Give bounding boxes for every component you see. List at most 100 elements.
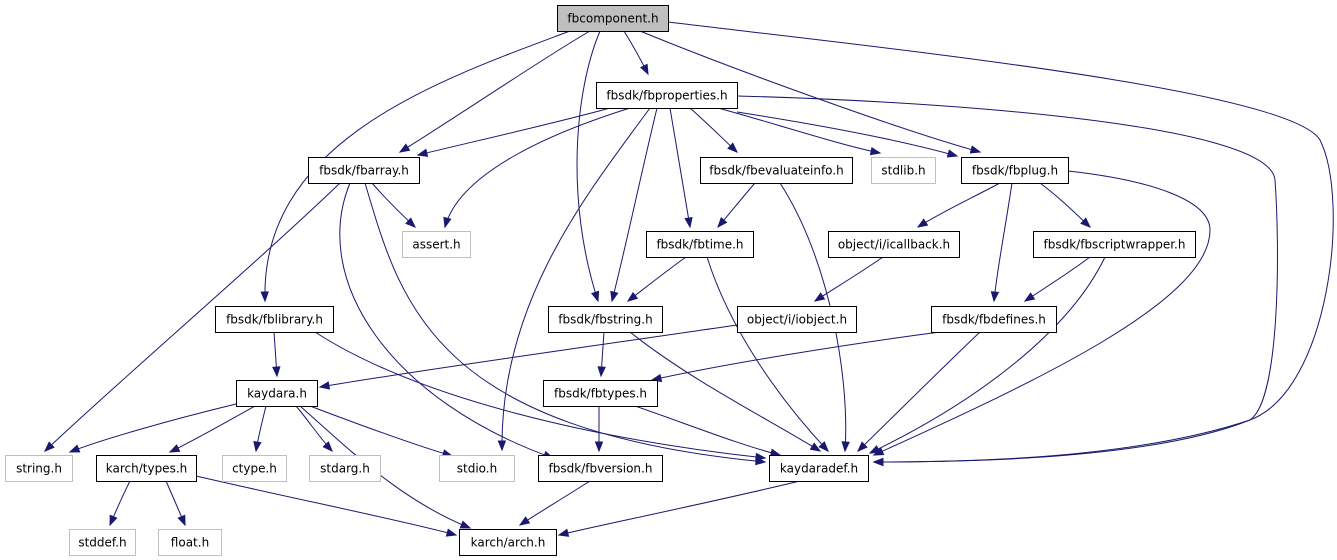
node-kaydaradef[interactable]: kaydaradef.h — [769, 455, 869, 482]
node-box-stdarg — [309, 455, 381, 482]
node-box-karchtypes — [96, 455, 197, 482]
node-fbtime[interactable]: fbsdk/fbtime.h — [646, 231, 754, 258]
node-kaydara[interactable]: kaydara.h — [236, 380, 318, 407]
node-label-stdarg: stdarg.h — [320, 462, 370, 476]
node-box-float — [158, 529, 222, 556]
edge-iobject-to-kaydara — [319, 324, 738, 388]
node-label-fbtime: fbsdk/fbtime.h — [656, 238, 743, 252]
edge-fbversion-to-karcharch — [519, 480, 591, 526]
edge-fbstring-to-kaydaradef — [629, 331, 821, 452]
node-box-fbplug — [961, 157, 1069, 184]
node-box-fbstring — [548, 306, 663, 333]
edge-fbproperties-to-fbevaluateinfo — [689, 107, 738, 153]
node-label-fbtypes: fbsdk/fbtypes.h — [554, 387, 647, 401]
node-label-fbstring: fbsdk/fbstring.h — [558, 313, 652, 327]
arrowhead-karchtypes-to-stddef — [109, 514, 118, 527]
node-fbscriptwrapper[interactable]: fbsdk/fbscriptwrapper.h — [1033, 231, 1196, 258]
node-fbarray[interactable]: fbsdk/fbarray.h — [308, 157, 420, 184]
node-karcharch[interactable]: karch/arch.h — [459, 529, 557, 556]
node-karchtypes[interactable]: karch/types.h — [96, 455, 197, 482]
edge-fbcomponent-to-fbarray — [399, 30, 591, 153]
node-iobject[interactable]: object/i/iobject.h — [737, 306, 857, 333]
edge-fbtime-to-fbstring — [627, 256, 687, 302]
edge-kaydara-to-string — [69, 403, 237, 453]
node-box-fbdefines — [931, 306, 1057, 333]
arrowhead-fbproperties-to-assert — [443, 216, 452, 229]
node-label-kaydara: kaydara.h — [247, 387, 307, 401]
edge-fbarray-to-string — [44, 182, 341, 452]
node-label-stdlib: stdlib.h — [881, 164, 925, 178]
node-string: string.h — [5, 455, 73, 482]
node-stdlib: stdlib.h — [871, 157, 936, 184]
node-label-fbscriptwrapper: fbsdk/fbscriptwrapper.h — [1044, 238, 1186, 252]
arrowhead-fbproperties-to-fbarray — [416, 148, 429, 157]
node-fbproperties[interactable]: fbsdk/fbproperties.h — [596, 82, 738, 109]
arrowhead-fbtypes-to-fbversion — [594, 441, 604, 453]
node-ctype: ctype.h — [222, 455, 287, 482]
edge-fbplug-to-fbdefines — [993, 182, 1013, 302]
edge-icallback-to-iobject — [814, 256, 884, 302]
edge-fbscriptwrapper-to-fbdefines — [1024, 256, 1091, 302]
node-fbevaluateinfo[interactable]: fbsdk/fbevaluateinfo.h — [700, 157, 853, 184]
edge-fbtime-to-kaydaradef — [706, 256, 829, 452]
edge-fbcomponent-to-fbplug — [639, 30, 981, 153]
node-label-fbproperties: fbsdk/fbproperties.h — [606, 89, 727, 103]
node-fbplug[interactable]: fbsdk/fbplug.h — [961, 157, 1069, 184]
node-box-fbarray — [308, 157, 420, 184]
arrowhead-fbversion-to-karcharch — [518, 516, 531, 526]
node-label-fbdefines: fbsdk/fbdefines.h — [942, 313, 1046, 327]
node-fbversion[interactable]: fbsdk/fbversion.h — [538, 455, 663, 482]
arrowhead-fbproperties-to-fbstring — [610, 290, 619, 303]
arrowhead-kaydara-to-karcharch — [459, 520, 472, 529]
node-box-fblibrary — [215, 306, 334, 333]
node-box-fbproperties — [596, 82, 738, 109]
node-box-ctype — [222, 455, 287, 482]
arrowhead-karchtypes-to-float — [177, 514, 186, 527]
edge-fbdefines-to-fbtypes — [651, 331, 941, 381]
edge-fbproperties-to-stdio — [501, 107, 651, 451]
node-label-stdio: stdio.h — [457, 462, 497, 476]
edge-fbproperties-to-stdlib — [717, 107, 881, 154]
arrowhead-fbtime-to-fbstring — [626, 291, 639, 302]
node-stdarg: stdarg.h — [309, 455, 381, 482]
arrowhead-fbcomponent-to-fbplug — [969, 145, 982, 154]
node-box-stdio — [439, 455, 515, 482]
edge-fbcomponent-to-fblibrary — [264, 30, 571, 302]
nodes-layer: fbcomponent.h fbsdk/fbproperties.h fbsdk/f… — [5, 5, 1196, 556]
node-fblibrary[interactable]: fbsdk/fblibrary.h — [215, 306, 334, 333]
node-box-karcharch — [459, 529, 557, 556]
edge-fblibrary-to-kaydaradef — [314, 331, 766, 459]
node-fbcomponent[interactable]: fbcomponent.h — [557, 5, 669, 32]
node-box-assert — [402, 231, 471, 258]
arrowhead-fbproperties-to-stdio — [497, 440, 507, 452]
arrowhead-fbscriptwrapper-to-fbdefines — [1023, 292, 1036, 302]
arrowhead-icallback-to-iobject — [813, 292, 826, 302]
edge-fbarray-to-fbversion — [339, 182, 554, 459]
node-icallback[interactable]: object/i/icallback.h — [828, 231, 960, 258]
node-label-float: float.h — [171, 536, 209, 550]
node-label-kaydaradef: kaydaradef.h — [780, 462, 858, 476]
node-box-string — [5, 455, 73, 482]
arrowhead-fbplug-to-fbscriptwrapper — [1080, 217, 1092, 228]
node-stddef: stddef.h — [69, 529, 136, 556]
edge-fbcomponent-to-kaydaradef — [667, 21, 1334, 463]
node-label-stddef: stddef.h — [78, 536, 126, 550]
edge-karchtypes-to-karcharch — [195, 475, 457, 536]
node-fbtypes[interactable]: fbsdk/fbtypes.h — [543, 380, 658, 407]
arrowhead-fbarray-to-string — [43, 441, 55, 452]
arrowhead-fbplug-to-icallback — [916, 218, 929, 228]
node-label-karchtypes: karch/types.h — [106, 462, 188, 476]
node-label-string: string.h — [16, 462, 62, 476]
node-label-ctype: ctype.h — [232, 462, 277, 476]
node-label-fbcomponent: fbcomponent.h — [567, 12, 658, 26]
edge-fbproperties-to-fbplug — [736, 111, 958, 157]
node-assert: assert.h — [402, 231, 471, 258]
node-fbdefines[interactable]: fbsdk/fbdefines.h — [931, 306, 1057, 333]
arrowhead-fbstring-to-fbtypes — [597, 366, 606, 378]
node-fbstring[interactable]: fbsdk/fbstring.h — [548, 306, 663, 333]
arrowhead-fbstring-to-kaydaradef — [809, 442, 822, 452]
arrowhead-kaydara-to-karchtypes — [168, 444, 181, 453]
arrowhead-fbcomponent-to-fbstring — [591, 290, 600, 303]
arrowhead-fbproperties-to-kaydaradef — [872, 457, 884, 467]
edge-fbproperties-to-fbarray — [417, 107, 611, 156]
